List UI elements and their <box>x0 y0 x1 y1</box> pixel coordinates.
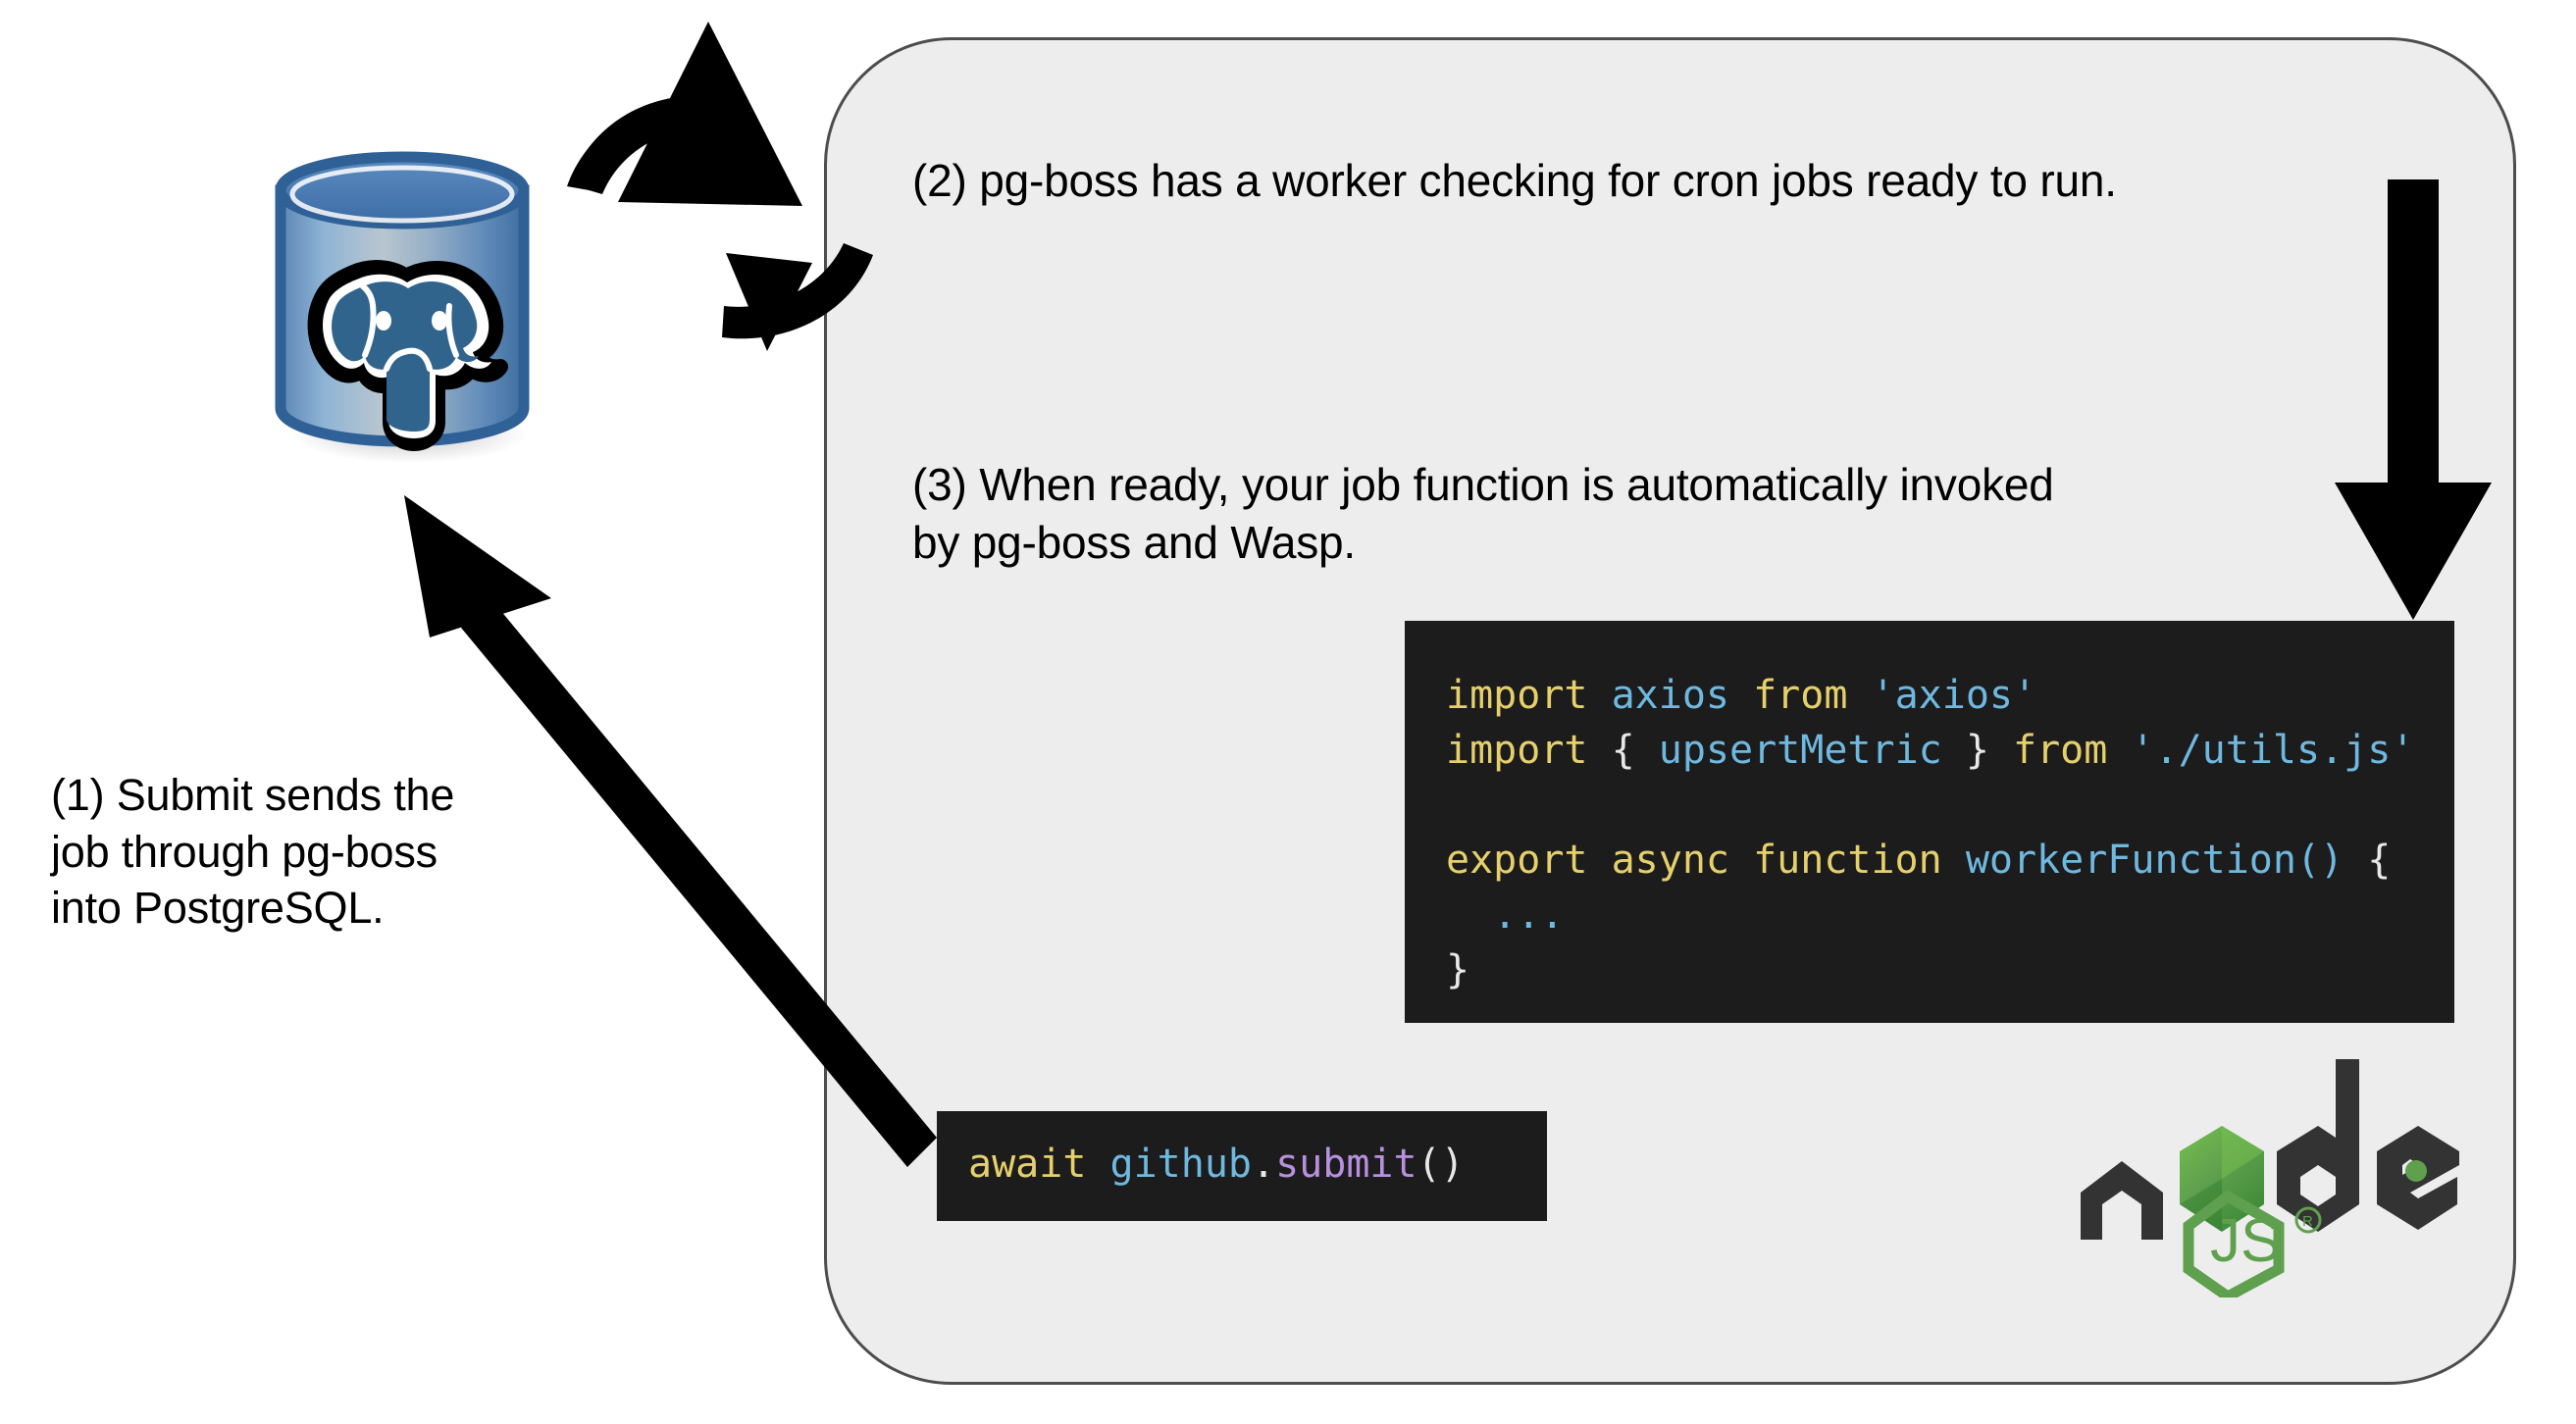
code-token-punctuation: . <box>1252 1142 1276 1187</box>
code-token-keyword: from <box>1753 673 1872 718</box>
code-token-punctuation: } <box>1965 728 2013 773</box>
postgresql-logo <box>253 145 552 474</box>
step-2-label: (2) pg-boss has a worker checking for cr… <box>912 155 2117 206</box>
code-token-identifier: () <box>2295 838 2344 883</box>
code-token-punctuation: () <box>1417 1142 1465 1187</box>
nodejs-icon: JS R <box>2081 1059 2459 1303</box>
node-js-hexagon <box>2183 1190 2285 1303</box>
postgresql-elephant <box>307 260 508 451</box>
code-token-keyword: import <box>1446 728 1612 773</box>
code-token-method: submit <box>1275 1142 1417 1187</box>
postgresql-icon <box>275 151 530 463</box>
nodejs-logo: JS R <box>2065 1057 2477 1303</box>
code-token-keyword: import <box>1446 673 1612 718</box>
step-3-label: (3) When ready, your job function is aut… <box>912 459 2054 568</box>
code-token-keyword: from <box>2013 728 2132 773</box>
node-letter-d <box>2277 1059 2359 1232</box>
code-token-identifier: github <box>1109 1142 1253 1187</box>
code-token-dots: ... <box>1493 892 1565 938</box>
code-token-punctuation: } <box>1446 947 1470 992</box>
code-token-string: 'axios' <box>1871 673 2037 718</box>
code-token-identifier: axios <box>1611 673 1754 718</box>
step-1-label: (1) Submit sends the job through pg-boss… <box>51 770 455 934</box>
code-token-punctuation <box>1446 892 1493 938</box>
code-token-keyword: await <box>968 1142 1110 1187</box>
submit-call-code-block: await github.submit() <box>937 1111 1547 1221</box>
code-token-punctuation: { <box>2344 838 2392 883</box>
code-token-keyword: export async function <box>1446 838 1966 883</box>
node-letter-n <box>2081 1161 2163 1240</box>
node-trademark-mark: R <box>2302 1213 2313 1230</box>
code-token-identifier: upsertMetric <box>1658 728 1966 773</box>
worker-function-code-block: import axios from 'axios' import { upser… <box>1405 621 2454 1023</box>
code-token-string: './utils.js' <box>2131 728 2415 773</box>
code-token-punctuation: { <box>1611 728 1659 773</box>
code-token-identifier: workerFunction <box>1965 838 2296 883</box>
node-js-text: JS <box>2210 1207 2281 1275</box>
